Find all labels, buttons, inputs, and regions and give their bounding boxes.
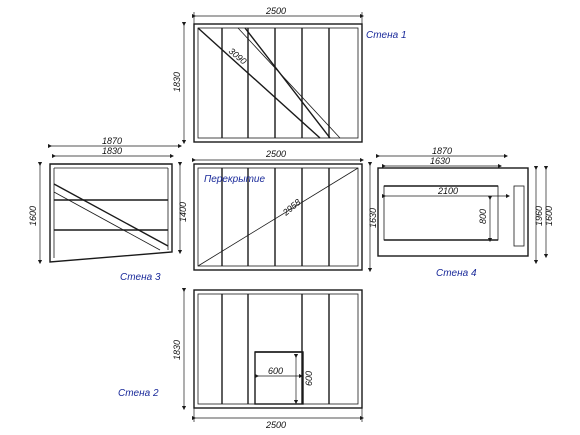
wall-4-door bbox=[513, 185, 525, 247]
wall-1-frame bbox=[193, 23, 363, 143]
wall-1: 2500 1830 3090 Стена 1 bbox=[172, 6, 407, 145]
wall-2-door-height-dim: 600 bbox=[304, 371, 314, 386]
wall-4-opening-dim: 2100 bbox=[437, 186, 458, 196]
ceiling-frame bbox=[193, 163, 363, 271]
wall-2-frame bbox=[193, 289, 363, 409]
wall-4: 1870 1630 2100 800 1960 1600 Стена 4 bbox=[375, 146, 554, 279]
wall-2-caption: Стена 2 bbox=[118, 388, 159, 399]
wall-3-inner-dim: 1830 bbox=[102, 146, 122, 156]
wall-1-brace-a bbox=[197, 27, 321, 139]
wall-4-caption: Стена 4 bbox=[436, 268, 477, 279]
wall-3: 1870 1830 1600 1400 Стена 3 bbox=[28, 136, 188, 283]
ceiling: 2500 1630 2958 Перекрытие bbox=[191, 149, 378, 273]
wall-2: 1830 2500 600 600 Стена 2 bbox=[118, 287, 365, 430]
wall-1-width-dim: 2500 bbox=[265, 6, 286, 16]
wall-3-right-dim: 1400 bbox=[178, 202, 188, 222]
wall-3-left-dim: 1600 bbox=[28, 206, 38, 226]
wall-4-inner-dim: 1630 bbox=[430, 156, 450, 166]
ceiling-diagonal-dim: 2958 bbox=[280, 197, 303, 218]
ceiling-caption: Перекрытие bbox=[204, 174, 265, 185]
wall-4-frame bbox=[377, 167, 529, 257]
wall-2-width-dim: 2500 bbox=[265, 420, 286, 430]
wall-2-height-dim: 1830 bbox=[172, 340, 182, 360]
ceiling-diagonal bbox=[197, 167, 359, 267]
wall-1-inner bbox=[197, 27, 359, 139]
wall-1-caption: Стена 1 bbox=[366, 30, 407, 41]
wall-4-h2-dim: 1600 bbox=[544, 206, 554, 226]
wall-4-door-dim: 800 bbox=[478, 209, 488, 224]
wall-3-caption: Стена 3 bbox=[120, 272, 161, 283]
wall-1-height-dim: 1830 bbox=[172, 72, 182, 92]
ceiling-height-dim: 1630 bbox=[368, 208, 378, 228]
wall-4-outer-dim: 1870 bbox=[432, 146, 452, 156]
wall-3-frame bbox=[49, 163, 173, 263]
wall-3-brace bbox=[53, 183, 169, 247]
ceiling-inner bbox=[197, 167, 359, 267]
wall-4-h1-dim: 1960 bbox=[534, 206, 544, 226]
wall-1-brace-b bbox=[244, 27, 331, 139]
ceiling-width-dim: 2500 bbox=[265, 149, 286, 159]
wall-3-outer-dim: 1870 bbox=[102, 136, 122, 146]
wall-2-door-width-dim: 600 bbox=[268, 366, 283, 376]
